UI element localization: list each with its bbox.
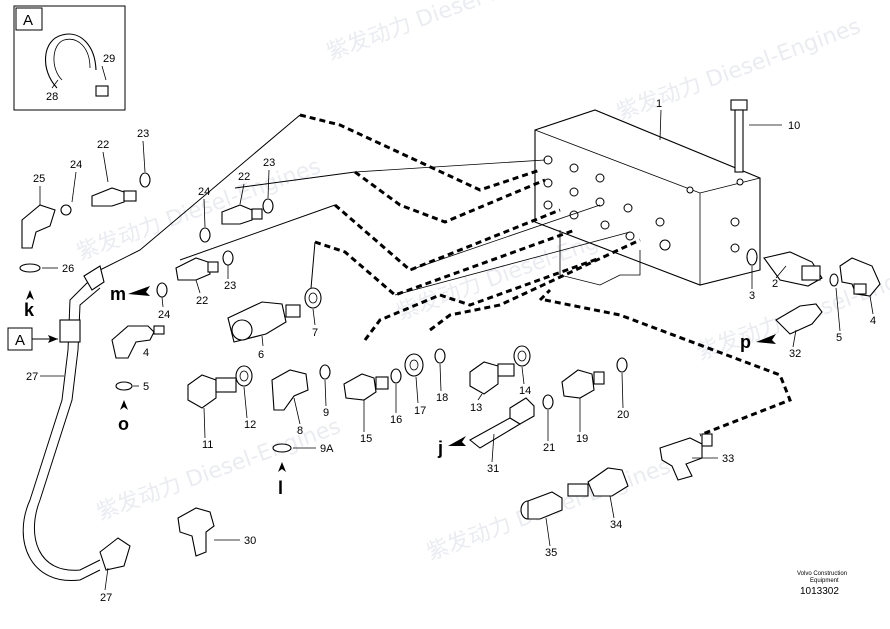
callout-label: 15: [360, 433, 372, 445]
tee-fitting-33: 33: [659, 433, 734, 481]
callout-label: 31: [487, 463, 499, 475]
hose-routings: [299, 113, 792, 437]
callout-label: 24: [70, 159, 82, 171]
callout-label: 20: [617, 409, 629, 421]
sensor-6: 6 7: [227, 287, 322, 361]
plug-group: 11 12 8 9 9A: [187, 364, 334, 455]
footer: Volvo Construction Equipment 1013302: [797, 571, 847, 597]
callout-label: 7: [312, 327, 318, 339]
bolt-10: 10: [730, 99, 800, 173]
callout-label: 27: [26, 371, 38, 383]
connection-letter-k: k: [24, 300, 35, 320]
pressure-switch-30: 30: [177, 507, 256, 557]
callout-label: 33: [722, 453, 734, 465]
fitting-group-top-left: 25 24 22 23: [21, 128, 151, 249]
connection-letter-p: p: [740, 332, 751, 352]
callout-label: 23: [137, 128, 149, 140]
detail-box-letter: A: [23, 12, 33, 29]
hose-27: 26 27 27: [19, 263, 131, 604]
detail-box-a: A 28 29: [13, 5, 126, 111]
connection-letter-a: A: [15, 332, 25, 349]
callout-label: 14: [519, 385, 531, 397]
callout-label: 32: [789, 348, 801, 360]
callout-label: 5: [836, 332, 842, 344]
callout-label: 35: [545, 547, 557, 559]
callout-label: 22: [97, 139, 109, 151]
callout-label: 24: [198, 186, 210, 198]
connection-letter-l: l: [278, 478, 283, 498]
callout-label: 9: [323, 407, 329, 419]
callout-label: 3: [749, 290, 755, 302]
callout-label: 26: [62, 263, 74, 275]
callout-label: 5: [143, 381, 149, 393]
cable-tie-buckle: [95, 85, 109, 97]
callout-label: 34: [610, 519, 622, 531]
callout-label: 30: [244, 535, 256, 547]
watermark: 紫发动力 Diesel-Engines 紫发动力 Diesel-Engines …: [74, 0, 890, 566]
callout-label: 29: [103, 53, 115, 65]
callout-label: 13: [470, 402, 482, 414]
connection-markers: k m o l j p A: [7, 284, 776, 498]
callout-label: 23: [224, 280, 236, 292]
callout-label: 27: [100, 592, 112, 604]
callout-label: 22: [238, 171, 250, 183]
leader-lines: [99, 114, 631, 301]
callout-label: 4: [870, 315, 876, 327]
quick-coupling-35: 35: [520, 491, 563, 559]
callout-label: 28: [46, 91, 58, 103]
elbow-fitting-left: 4 5: [111, 325, 165, 393]
callout-label: 10: [788, 120, 800, 132]
callout-label: 4: [143, 347, 149, 359]
fitting-19: 19 20: [561, 357, 629, 445]
callout-label: 6: [258, 349, 264, 361]
callout-label: 9A: [320, 443, 334, 455]
callout-label: 11: [202, 439, 213, 451]
callout-label: 12: [244, 419, 256, 431]
cable-tie-drawing: [44, 33, 97, 89]
hose-fitting-31: 31 21: [469, 394, 555, 475]
connection-letter-o: o: [118, 414, 129, 434]
hose-clamp: [59, 319, 81, 343]
manifold-block: 1: [534, 98, 761, 286]
callout-label: 2: [772, 278, 778, 290]
callout-label: 22: [196, 295, 208, 307]
callout-label: 17: [414, 405, 426, 417]
callout-label: 21: [543, 442, 555, 454]
callout-label: 24: [158, 309, 170, 321]
callout-label: 23: [263, 157, 275, 169]
connection-letter-m: m: [110, 284, 126, 304]
callout-label: 1: [656, 98, 662, 110]
plug-13: 13 14: [469, 345, 531, 414]
watermark-text: 紫发动力 Diesel-Engines: [94, 414, 345, 526]
watermark-text: 紫发动力 Diesel-Engines: [324, 0, 575, 66]
fitting-group-center: 15 16 17 18: [343, 348, 448, 445]
fitting-group-mid: 24 22 23 24 22 23: [156, 157, 275, 321]
adapter-34: 34: [567, 467, 629, 531]
callout-label: 8: [297, 425, 303, 437]
document-number: 1013302: [800, 586, 839, 597]
fitting-group-right: 3 2 4 5 32: [746, 248, 881, 360]
footer-line2: Equipment: [810, 578, 839, 584]
callout-label: 18: [436, 392, 448, 404]
callout-label: 25: [33, 173, 45, 185]
connection-letter-j: j: [437, 438, 443, 458]
footer-line1: Volvo Construction: [797, 571, 847, 577]
callout-label: 16: [390, 414, 402, 426]
watermark-text: 紫发动力 Diesel-Engines: [74, 154, 325, 266]
callout-label: 19: [576, 433, 588, 445]
